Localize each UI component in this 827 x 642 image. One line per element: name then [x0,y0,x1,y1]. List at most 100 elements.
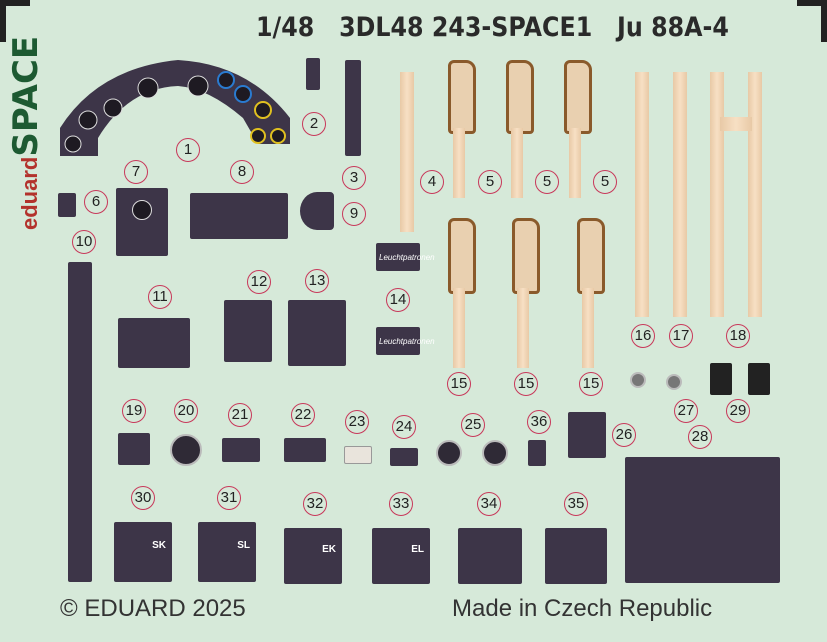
part-20 [170,434,202,466]
part-number: 25 [461,413,485,437]
part-21 [222,438,260,462]
part-number: 22 [291,403,315,427]
belt-15-pad [577,218,605,294]
part-29 [748,363,770,395]
part-8 [190,193,288,239]
part-29 [710,363,732,395]
part-number: 21 [228,403,252,427]
logo-product-line: SPACE [6,35,46,157]
part-number: 12 [247,270,271,294]
part-number: 19 [122,399,146,423]
part-number: 15 [579,372,603,396]
part-27 [630,372,646,388]
eduard-space-logo: eduardSPACE [6,36,46,230]
part-number: 5 [593,170,617,194]
aircraft-name: Ju 88A-4 [617,12,729,43]
part-6 [58,193,76,217]
part-13 [288,300,346,366]
part-35 [545,528,607,584]
part-34 [458,528,522,584]
registration-mark-left [0,0,30,42]
sl-label: SL [237,540,250,551]
part-26 [568,412,606,458]
belt-5-pad [564,60,592,134]
scale: 1/48 [256,12,315,43]
part-number: 18 [726,324,750,348]
part-number: 17 [669,324,693,348]
part-number: 4 [420,170,444,194]
part-22 [284,438,326,462]
part-number: 31 [217,486,241,510]
part-36 [528,440,546,466]
part-number: 28 [688,425,712,449]
part-number: 9 [342,202,366,226]
belt-5 [511,128,523,198]
part-number: 26 [612,423,636,447]
el-label: EL [411,544,424,555]
part-number: 1 [176,138,200,162]
part-number: 15 [514,372,538,396]
part-number: 5 [535,170,559,194]
part-number: 2 [302,112,326,136]
part-number: 16 [631,324,655,348]
belt-5-pad [506,60,534,134]
part-number: 33 [389,492,413,516]
part-number: 23 [345,410,369,434]
part-number: 14 [386,288,410,312]
part-number: 3 [342,166,366,190]
sk-label: SK [152,540,166,551]
part-number: 32 [303,492,327,516]
belt-5 [453,128,465,198]
part-number: 6 [84,190,108,214]
part-27 [666,374,682,390]
belt-18 [710,72,724,317]
part-23 [344,446,372,464]
part-number: 15 [447,372,471,396]
part-11 [118,318,190,368]
product-code: 3DL48 243-SPACE1 [339,12,593,43]
part-number: 27 [674,399,698,423]
dial [132,200,152,220]
part-12 [224,300,272,362]
part-10-side-console [68,262,92,582]
part-number: 11 [148,285,172,309]
part-33: EL [372,528,430,584]
belt-15-pad [448,218,476,294]
flare-label: Leuchtpatronen [379,253,435,262]
registration-mark-right [797,0,827,42]
part-number: 5 [478,170,502,194]
part-number: 13 [305,269,329,293]
part-3-gauge-strip [345,60,361,156]
belt-15 [517,288,529,368]
belt-5 [569,128,581,198]
belt-4 [400,72,414,232]
part-number: 10 [72,230,96,254]
belt-15-pad [512,218,540,294]
belt-16 [635,72,649,317]
belt-18-crossstrap [720,117,752,131]
part-31: SL [198,522,256,582]
belt-15 [582,288,594,368]
belt-17 [673,72,687,317]
part-14-flare-box: Leuchtpatronen [376,243,435,271]
part-25 [436,440,462,466]
logo-brand: eduard [17,156,42,230]
main-instrument-panel [60,60,290,156]
part-30: SK [114,522,172,582]
part-9 [300,192,334,230]
part-25 [482,440,508,466]
part-number: 36 [527,410,551,434]
part-number: 29 [726,399,750,423]
part-number: 7 [124,160,148,184]
part-28 [625,457,780,583]
origin-note: Made in Czech Republic [452,595,713,622]
part-number: 8 [230,160,254,184]
belt-5-pad [448,60,476,134]
part-7 [116,188,168,256]
copyright: © EDUARD 2025 [60,595,246,622]
part-32: EK [284,528,342,584]
part-19 [118,433,150,465]
part-number: 34 [477,492,501,516]
belt-18 [748,72,762,317]
